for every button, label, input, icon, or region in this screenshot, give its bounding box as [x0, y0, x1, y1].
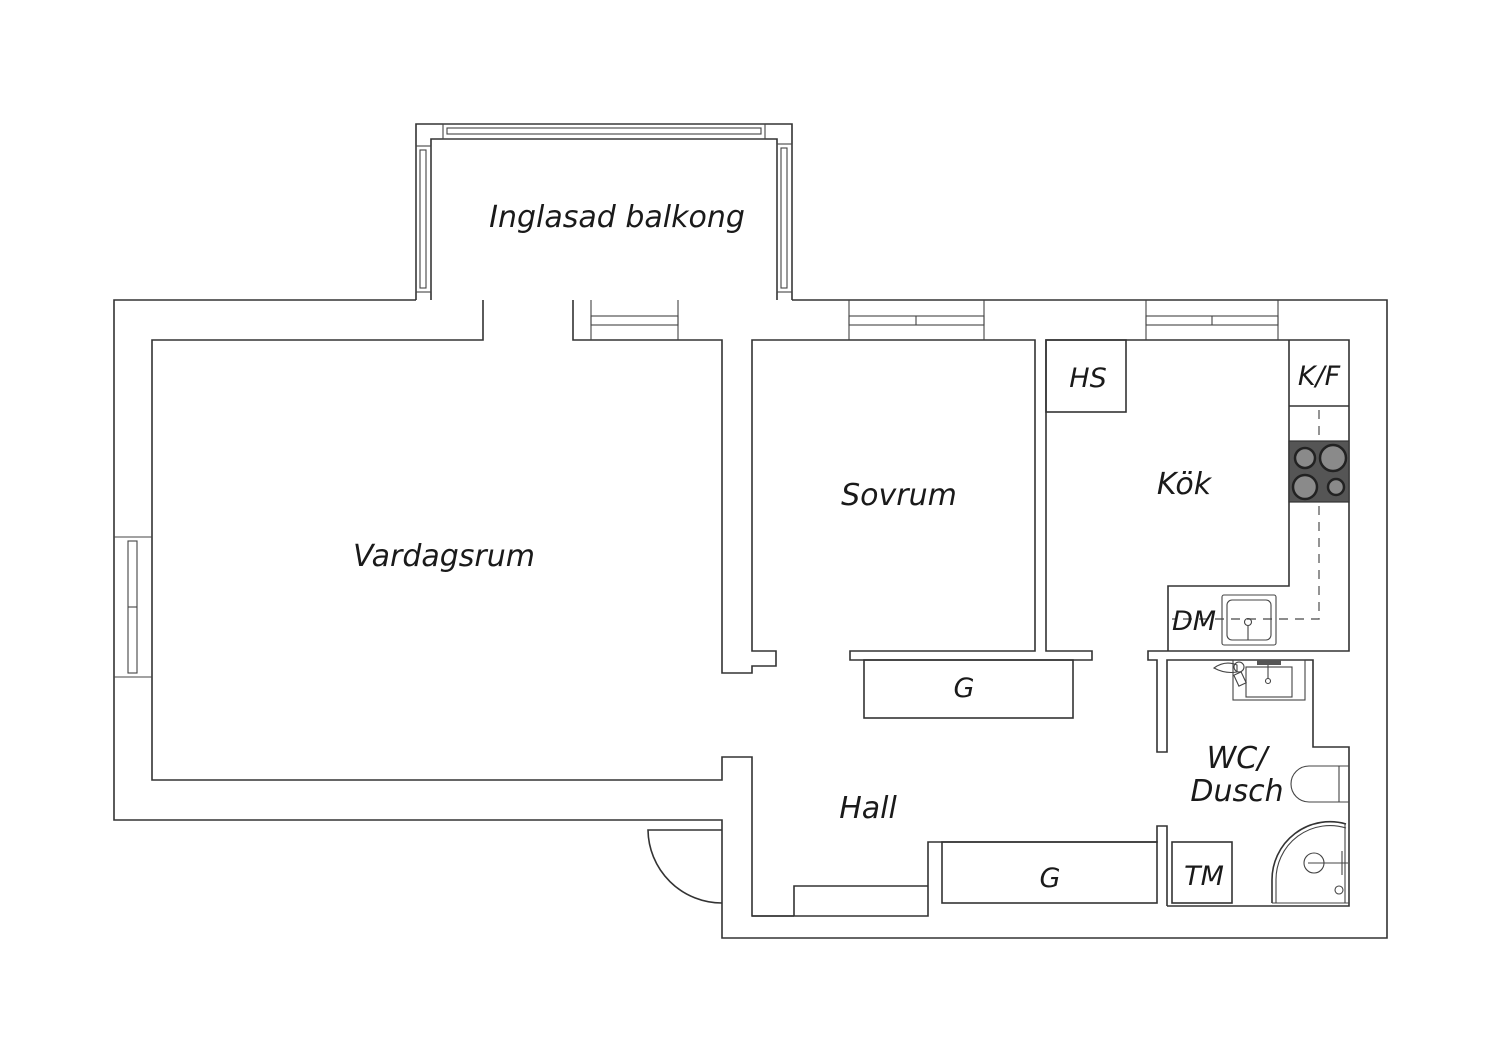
- shower-icon: [1271, 821, 1349, 904]
- outer-walls: [113, 299, 1388, 939]
- window-icon: [776, 143, 793, 293]
- fixture-label-washing-machine: TM: [1184, 861, 1224, 892]
- bathroom-fixtures: [1212, 659, 1349, 904]
- labels: Inglasad balkong Vardagsrum Sovrum Kök H…: [353, 200, 1341, 894]
- fixture-label-fridge-freezer: K/F: [1298, 361, 1341, 392]
- room-label-bathroom-line2: Dusch: [1190, 774, 1283, 809]
- window-icon: [114, 536, 152, 678]
- window-icon: [415, 145, 432, 293]
- window-icon: [1145, 300, 1279, 340]
- room-label-kitchen: Kök: [1157, 467, 1213, 502]
- window-icon: [590, 300, 679, 340]
- fixture-label-pantry: HS: [1069, 363, 1106, 394]
- window-icon: [442, 123, 766, 140]
- stove-icon: [1288, 440, 1350, 503]
- balcony: [415, 123, 793, 300]
- kitchen-fixtures: [1045, 339, 1350, 651]
- fixture-label-dishwasher: DM: [1172, 606, 1216, 637]
- toilet-icon: [1290, 765, 1349, 803]
- fixture-label-hall-wardrobe: G: [1040, 863, 1061, 894]
- window-icon: [848, 300, 985, 340]
- room-label-hall: Hall: [839, 791, 897, 826]
- room-label-bathroom-line1: WC/: [1207, 741, 1271, 776]
- door-swing-icon: [647, 829, 723, 904]
- kitchen-sink-icon: [1221, 594, 1277, 646]
- hall-fixtures: [647, 659, 1233, 917]
- bathroom-sink-icon: [1212, 659, 1306, 701]
- room-label-living-room: Vardagsrum: [353, 539, 535, 574]
- room-label-balcony: Inglasad balkong: [489, 200, 745, 235]
- room-label-bedroom: Sovrum: [841, 478, 957, 513]
- fixture-label-bedroom-wardrobe: G: [954, 673, 975, 704]
